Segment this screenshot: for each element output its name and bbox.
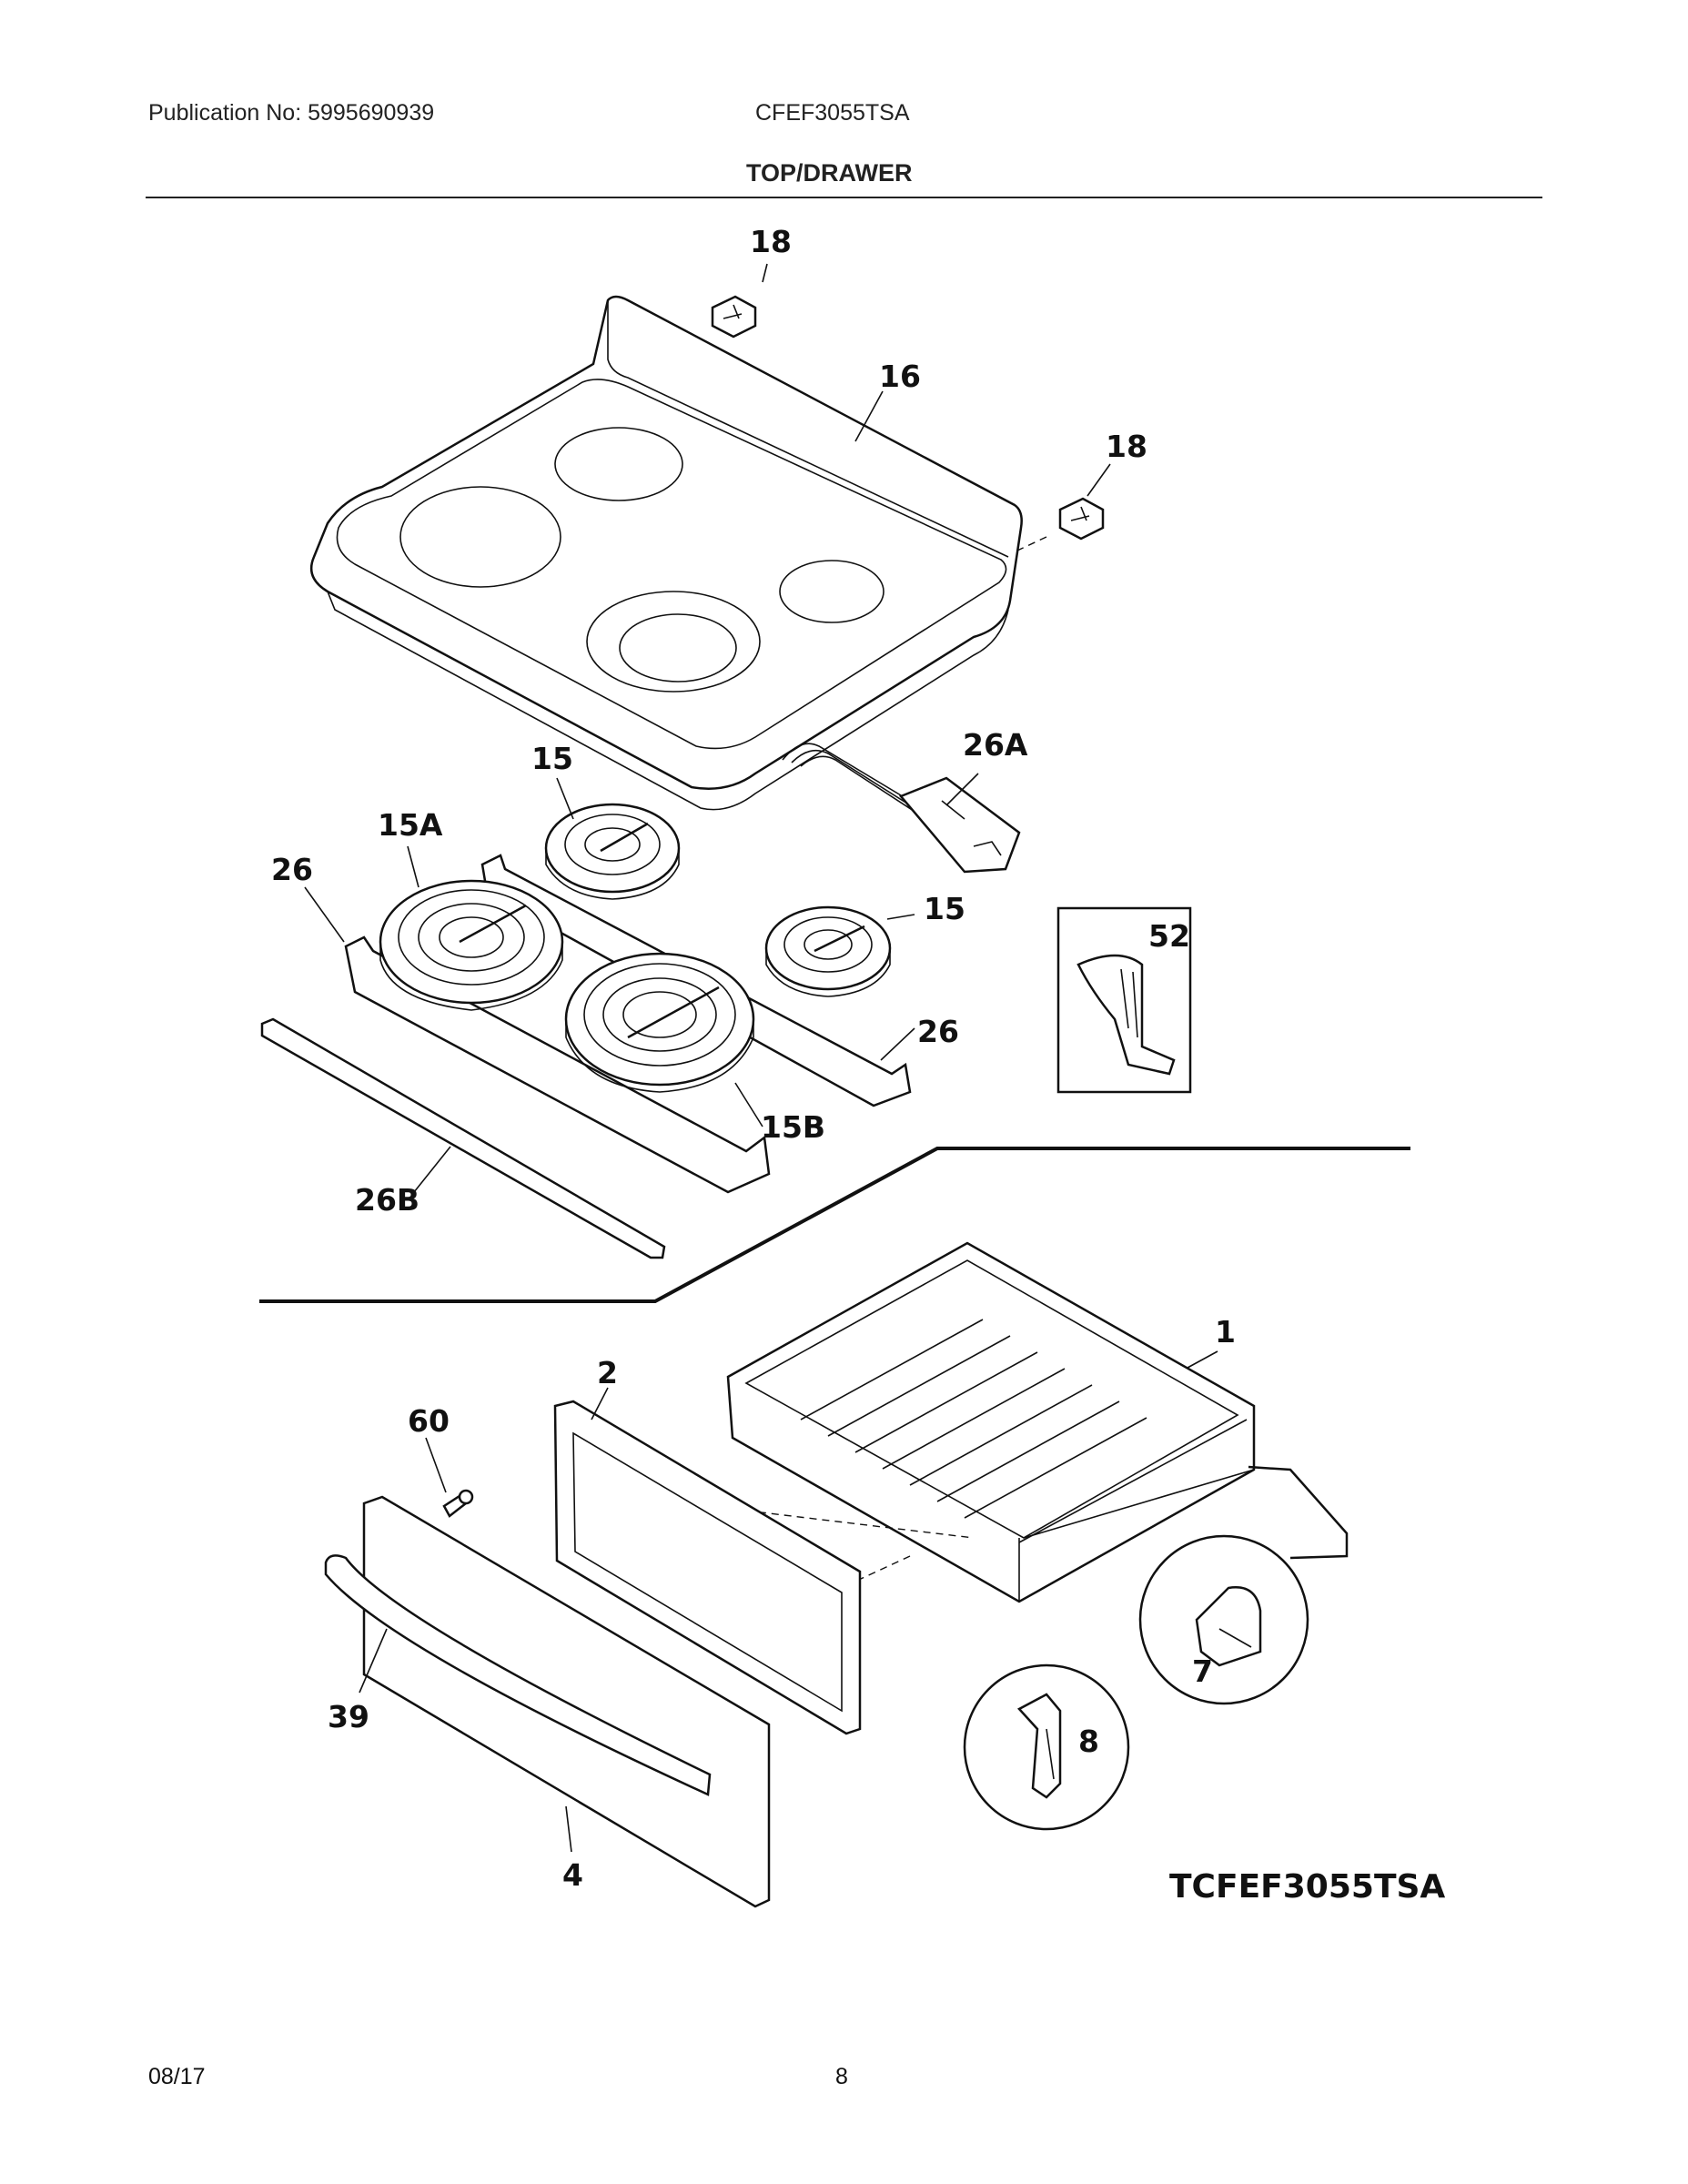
front-trim-part — [260, 1017, 666, 1259]
glide-callout-circle — [1138, 1534, 1309, 1705]
small-element-part — [764, 905, 892, 997]
callout-18: 18 — [1106, 429, 1147, 464]
drawer-part — [726, 1241, 1256, 1603]
cooktop-part — [309, 295, 1023, 811]
mounting-clip-part — [1058, 497, 1105, 541]
header-rule — [146, 197, 1542, 198]
model-number: CFEF3055TSA — [755, 100, 910, 126]
drawer-clip-callout-circle — [963, 1663, 1130, 1831]
callout-60: 60 — [408, 1403, 450, 1439]
callout-26: 26 — [917, 1014, 959, 1049]
callout-4: 4 — [562, 1857, 583, 1893]
drawing-code: TCFEF3055TSA — [1169, 1868, 1445, 1906]
screw-part — [442, 1489, 474, 1518]
callout-15: 15 — [924, 891, 965, 926]
callout-15: 15 — [531, 741, 573, 776]
mounting-clip-part — [711, 295, 757, 339]
wire-harness-part — [782, 743, 1021, 874]
callout-18: 18 — [750, 224, 792, 259]
publication-number: Publication No: 5995690939 — [148, 100, 435, 126]
small-element-part — [544, 803, 681, 900]
callout-2: 2 — [597, 1355, 618, 1390]
page-number: 8 — [835, 2064, 848, 2089]
footer-date: 08/17 — [148, 2064, 206, 2089]
callout-8: 8 — [1078, 1724, 1099, 1759]
callout-15A: 15A — [378, 807, 443, 843]
drawer-liner-panel-part — [553, 1400, 862, 1735]
large-element-part — [379, 879, 564, 1011]
callout-26B: 26B — [355, 1182, 419, 1218]
callout-7: 7 — [1192, 1653, 1213, 1689]
dual-element-part — [564, 952, 755, 1093]
callout-16: 16 — [879, 359, 921, 394]
callout-1: 1 — [1215, 1314, 1236, 1350]
callout-15B: 15B — [761, 1109, 825, 1145]
inset-box-52 — [1056, 906, 1192, 1094]
section-title: TOP/DRAWER — [746, 159, 913, 187]
callout-52: 52 — [1148, 918, 1190, 954]
callout-39: 39 — [328, 1699, 369, 1734]
drawer-handle-part — [324, 1554, 712, 1796]
callout-26: 26 — [271, 852, 313, 887]
callout-26A: 26A — [963, 727, 1028, 763]
